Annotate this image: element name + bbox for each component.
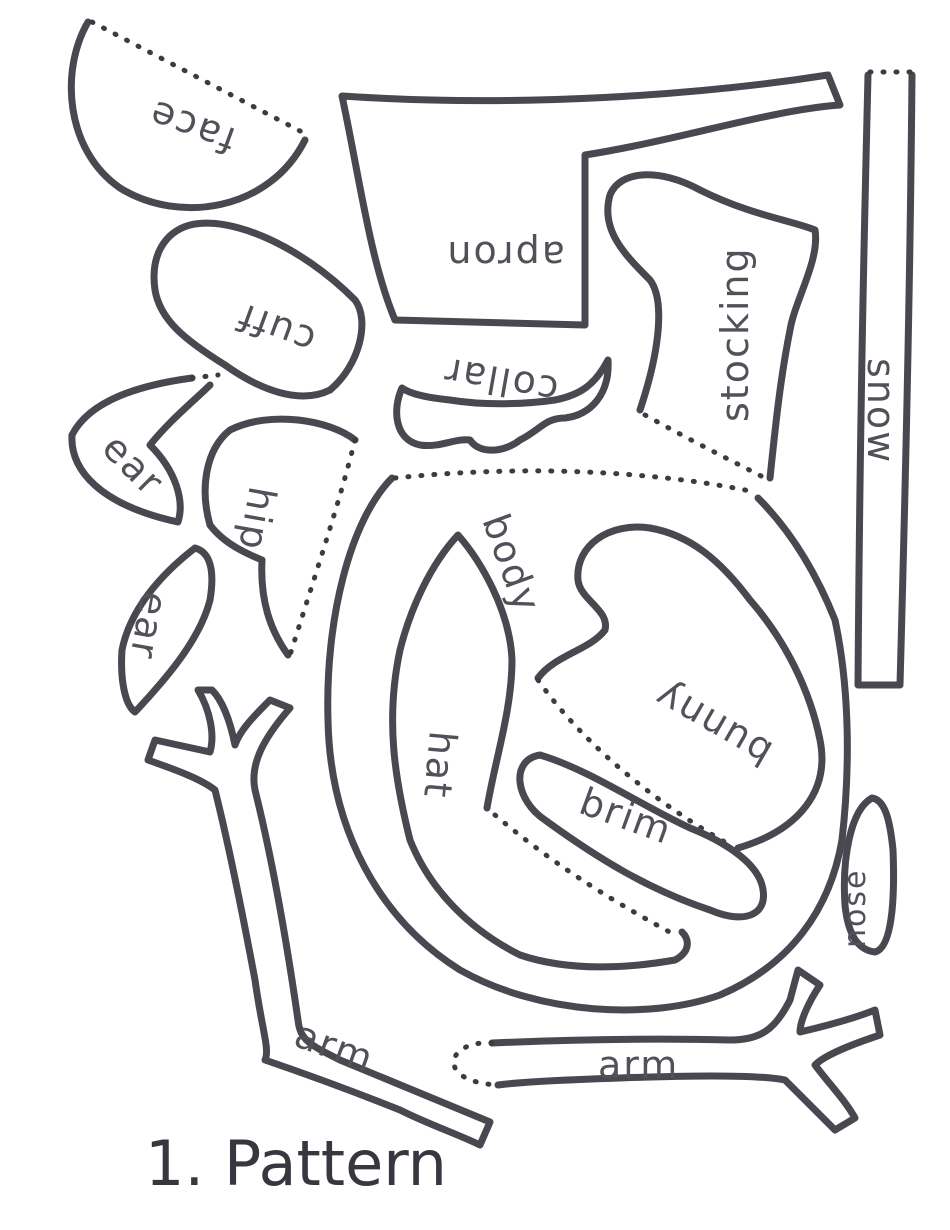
- label-nose: nose: [838, 869, 873, 948]
- label-apron: apron: [445, 233, 565, 277]
- label-hip: hip: [230, 483, 285, 554]
- label-bunny: bunny: [646, 673, 780, 776]
- piece-arm-right: arm: [451, 966, 884, 1134]
- label-face: face: [142, 91, 241, 163]
- piece-stocking: stocking: [604, 171, 820, 482]
- piece-snow: snow: [854, 69, 916, 689]
- piece-ear-lower: ear: [118, 544, 216, 716]
- label-snow: snow: [859, 358, 903, 464]
- label-brim: brim: [574, 779, 679, 853]
- label-arm-right: arm: [598, 1043, 679, 1087]
- piece-hat: hat: [389, 531, 691, 971]
- page-title: 1. Pattern: [145, 1127, 447, 1200]
- label-body: body: [474, 508, 550, 619]
- label-cuff: cuff: [231, 294, 321, 363]
- piece-cuff: cuff: [150, 219, 366, 400]
- piece-face: face: [67, 18, 309, 212]
- label-stocking: stocking: [713, 246, 757, 422]
- piece-nose: nose: [838, 794, 898, 956]
- piece-collar: collar: [393, 349, 612, 454]
- piece-ear-upper: ear: [68, 372, 221, 526]
- piece-brim: brim: [516, 751, 767, 921]
- label-hat: hat: [415, 729, 465, 801]
- label-ear-lower: ear: [121, 588, 176, 663]
- piece-apron: apron: [338, 71, 844, 329]
